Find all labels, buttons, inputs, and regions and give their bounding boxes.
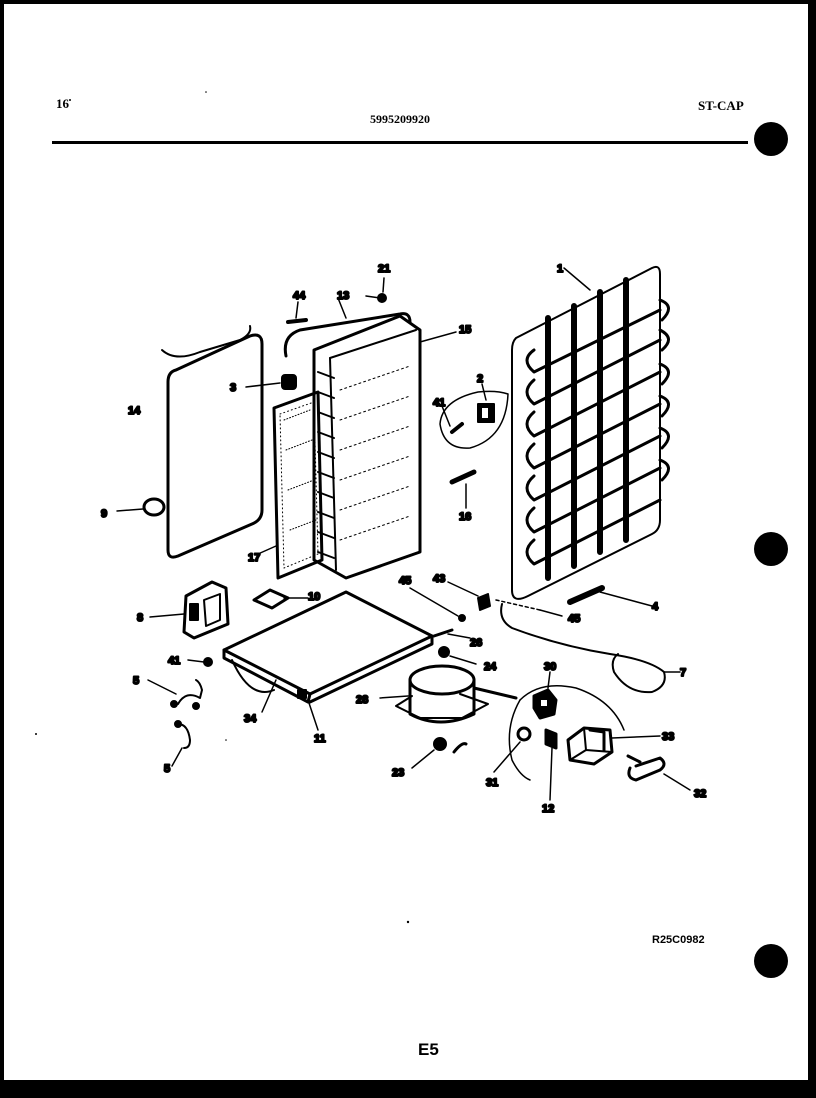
scan-specks — [35, 91, 410, 924]
callout-8-top: 8 — [137, 612, 143, 624]
callout-21: 21 — [378, 263, 390, 275]
callout-41-lower: 41 — [168, 655, 180, 667]
part-9-grommet — [116, 497, 166, 517]
section-code: ST-CAP — [698, 98, 744, 113]
part-23-mount — [411, 737, 468, 769]
binder-hole-middle — [754, 532, 788, 566]
callout-44: 44 — [293, 290, 306, 302]
part-15-evaporator — [312, 314, 457, 580]
part-31-protector — [493, 726, 532, 773]
header-rule — [52, 141, 748, 144]
callout-13: 13 — [337, 290, 349, 302]
drawing-reference-code: R25C0982 — [652, 934, 705, 946]
part-7-tubing — [500, 603, 681, 694]
callout-41-upper: 41 — [433, 397, 445, 409]
part-33-capacitor — [566, 726, 661, 766]
part-12-terminal — [544, 728, 558, 801]
callout-9: 9 — [101, 508, 107, 520]
part-32-bracket — [626, 754, 691, 791]
part-16-tube — [449, 469, 477, 509]
part-26-washer — [432, 628, 471, 639]
page-code: E5 — [418, 1040, 439, 1059]
part-4-drier — [567, 585, 653, 607]
callout-5-upper: 5 — [133, 675, 139, 687]
callout-11: 11 — [314, 733, 326, 745]
part-28-compressor — [379, 664, 518, 724]
binder-hole-bottom — [754, 944, 788, 978]
sheet: 16 5995209920 ST-CAP — [4, 4, 808, 1080]
part-3-plug — [245, 374, 297, 390]
part-8-bracket — [149, 580, 230, 640]
callout-45-left: 45 — [399, 575, 411, 587]
callout-14: 14 — [128, 405, 141, 417]
part-5-wiring — [147, 679, 203, 710]
part-14-gasket — [161, 325, 264, 559]
part-30-relay — [532, 671, 558, 720]
part-24-grommet — [438, 646, 477, 665]
callout-23: 23 — [392, 767, 404, 779]
detail-circle-electrical — [508, 685, 625, 781]
part-43-clip — [447, 581, 491, 611]
part-17-filter — [257, 390, 324, 580]
callout-3: 3 — [230, 382, 236, 394]
callout-34: 34 — [244, 713, 257, 725]
callout-45-right: 45 — [568, 613, 580, 625]
callout-17: 17 — [248, 552, 260, 564]
callout-26: 26 — [470, 637, 482, 649]
callout-4: 4 — [652, 601, 659, 613]
callout-32: 32 — [694, 788, 706, 800]
callout-15: 15 — [459, 324, 471, 336]
callout-24: 24 — [484, 661, 497, 673]
callout-5-lower: 5 — [164, 763, 170, 775]
callout-1: 1 — [557, 263, 563, 275]
detail-circle-2-41 — [439, 383, 509, 449]
callout-33: 33 — [662, 731, 674, 743]
callout-30: 30 — [544, 661, 556, 673]
part-34-base-pan — [222, 590, 434, 731]
callout-10: 10 — [308, 591, 320, 603]
binder-hole-top — [754, 122, 788, 156]
part-5-lead — [171, 720, 191, 767]
callout-28: 28 — [356, 694, 368, 706]
part-45-screw-right — [495, 599, 563, 617]
part-44-clip — [286, 301, 308, 324]
part-21-screw — [365, 277, 387, 303]
callout-16: 16 — [459, 511, 471, 523]
part-41-grommet — [187, 657, 213, 667]
callout-43: 43 — [433, 573, 445, 585]
callout-2: 2 — [477, 373, 483, 385]
callout-12: 12 — [542, 803, 554, 815]
part-10-clip — [252, 588, 309, 610]
callout-7: 7 — [680, 667, 686, 679]
part-1-condenser — [511, 265, 670, 600]
model-number: 5995209920 — [370, 112, 430, 126]
page-number: 16 — [56, 96, 69, 111]
part-13-tube — [283, 297, 412, 358]
callout-31: 31 — [486, 777, 498, 789]
part-45-screw — [409, 587, 466, 622]
